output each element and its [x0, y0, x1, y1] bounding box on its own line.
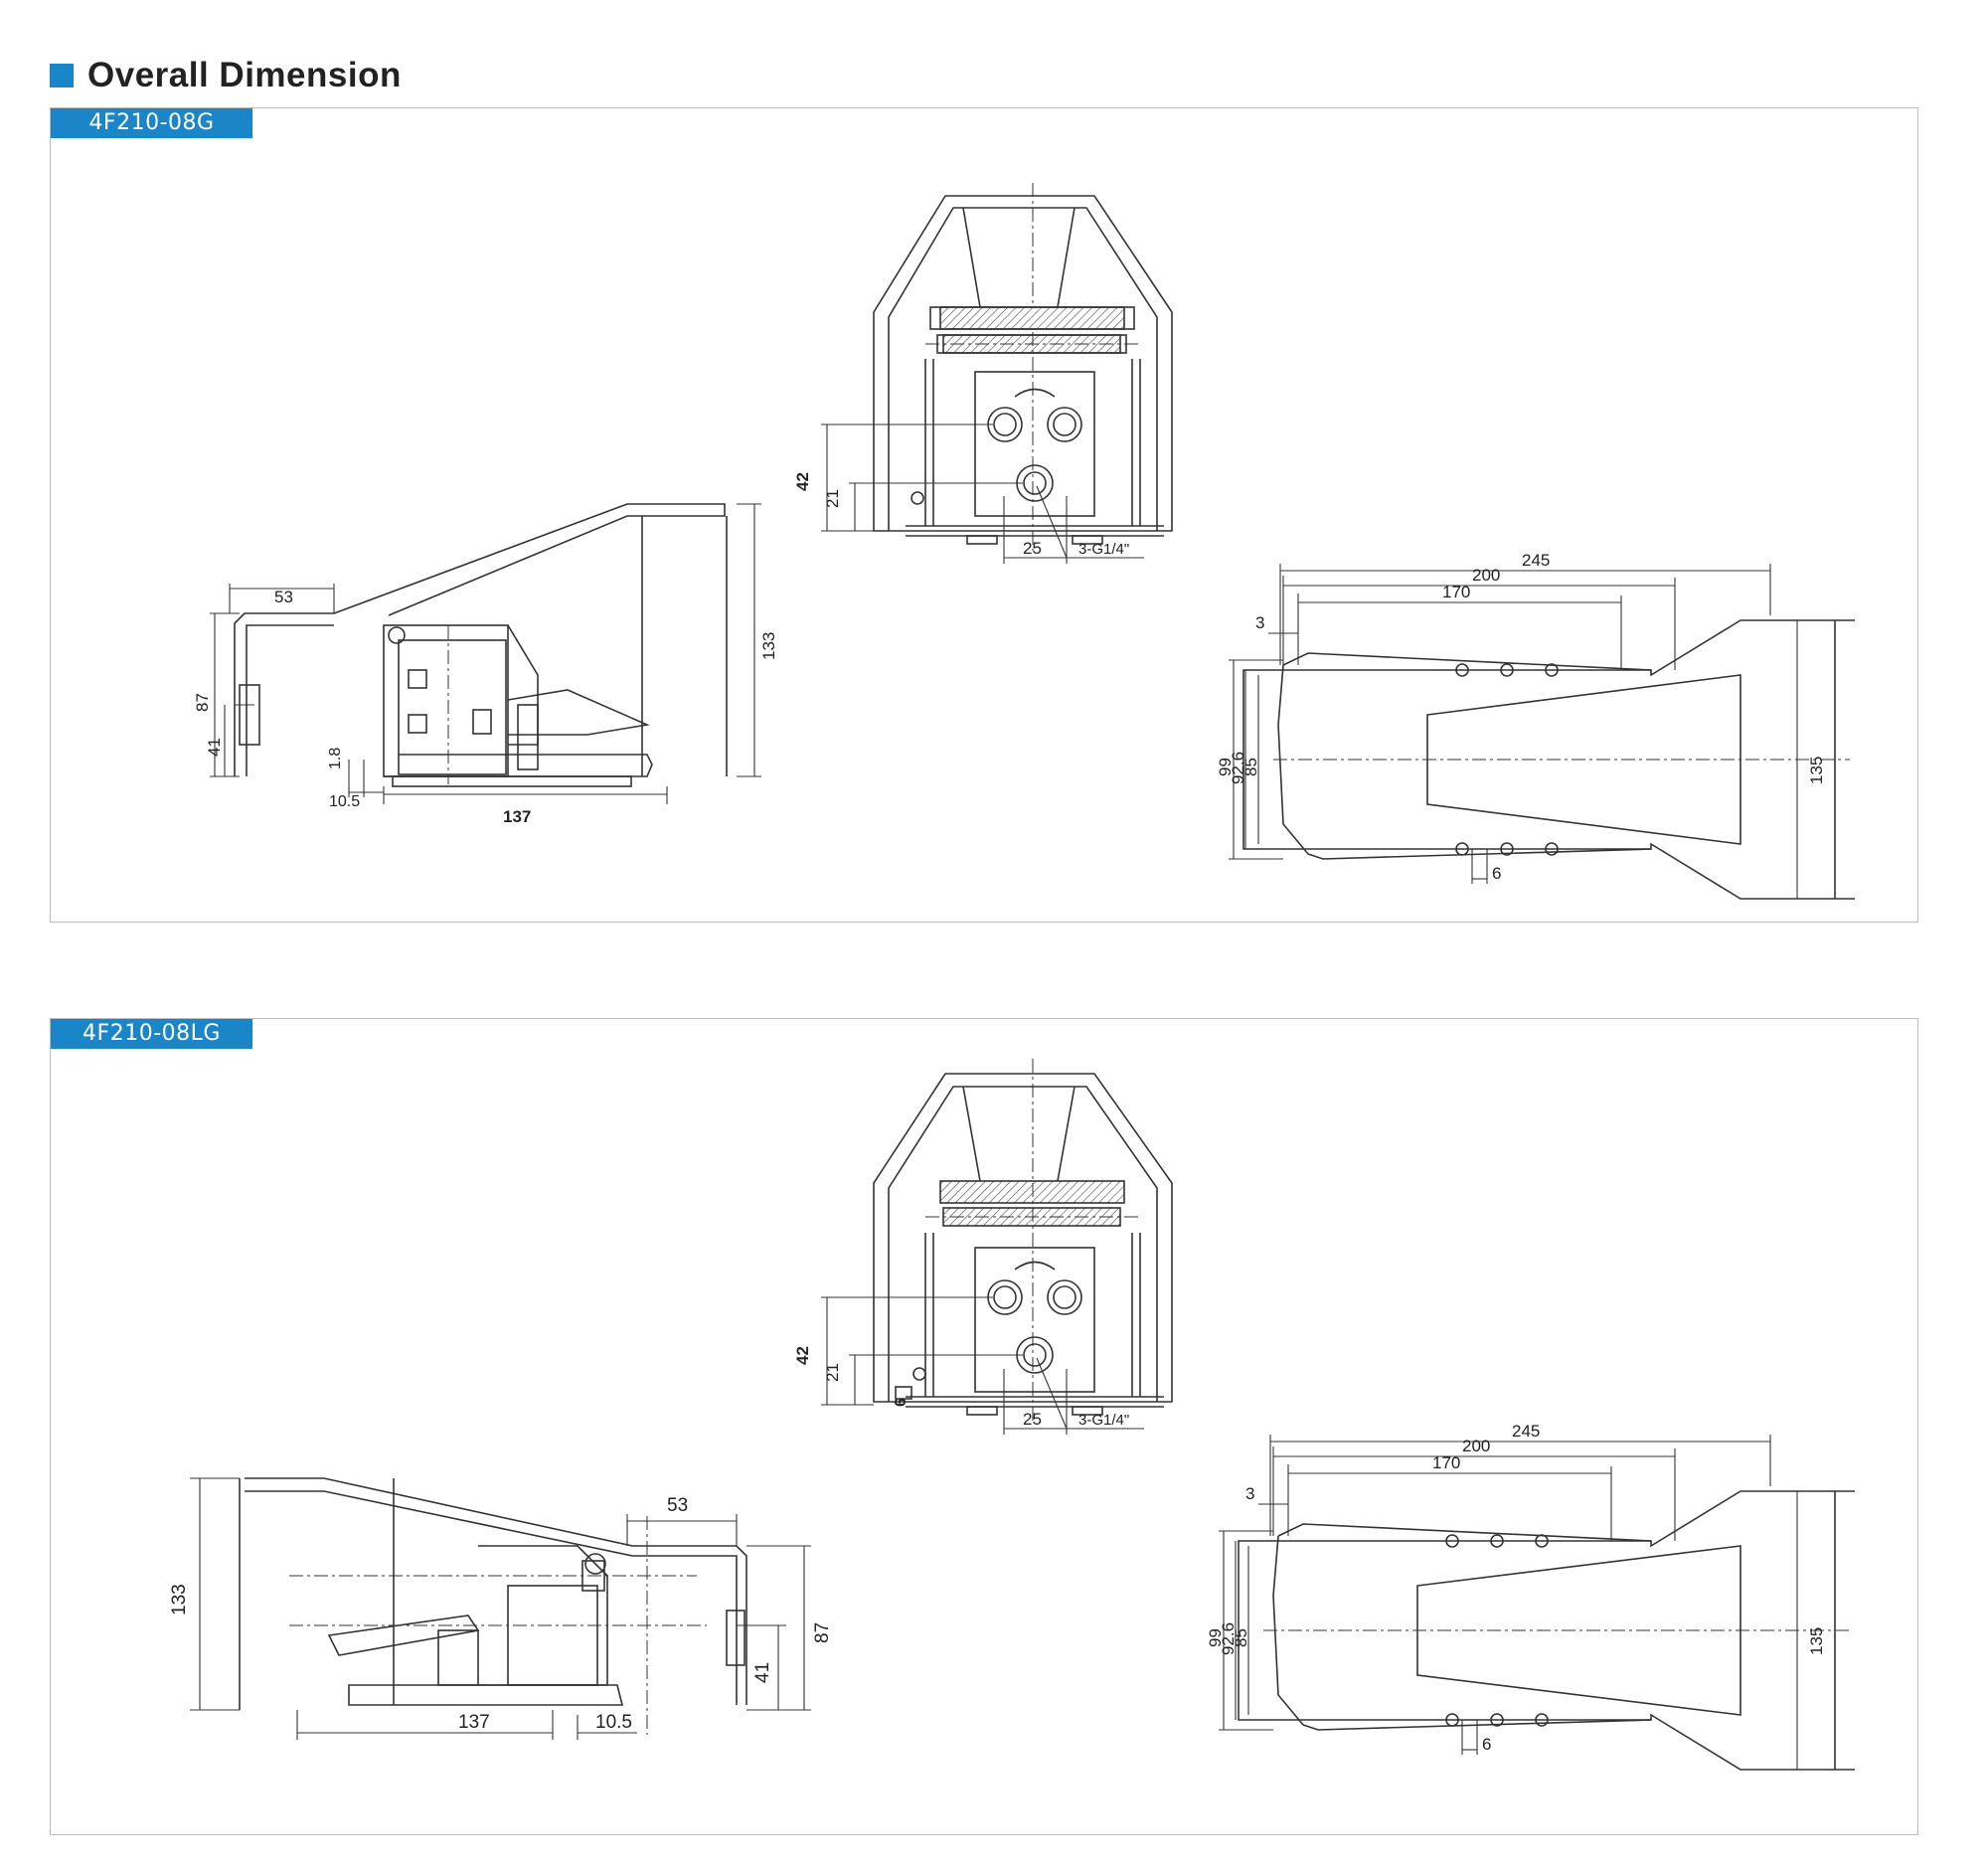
- section-title-text: Overall Dimension: [87, 56, 402, 94]
- front-dimensions: [821, 424, 1144, 564]
- side-view: [239, 1477, 747, 1735]
- dimension-drawing-1: 42 21 25 3-G1/4" 53 87 41 133 1.8 10.5 1…: [193, 183, 1855, 900]
- dim-92-6: 92.6: [1229, 752, 1247, 784]
- top-view: [1238, 1490, 1855, 1771]
- dim-137: 137: [503, 807, 531, 826]
- dim-6: 6: [1482, 1735, 1491, 1754]
- port-callout: 3-G1/4": [1078, 541, 1129, 558]
- dim-170: 170: [1442, 583, 1470, 601]
- dim-87: 87: [193, 693, 212, 712]
- model-panel-1: 4F210-08G: [50, 107, 1918, 923]
- dim-133: 133: [759, 632, 778, 660]
- dim-10-5: 10.5: [329, 793, 360, 810]
- dim-245: 245: [1512, 1422, 1540, 1441]
- dim-87: 87: [812, 1622, 833, 1643]
- dim-99: 99: [1206, 1628, 1225, 1647]
- dim-92-6: 92.6: [1219, 1622, 1238, 1655]
- dim-10-5: 10.5: [595, 1712, 632, 1733]
- model-tag: 4F210-08LG: [51, 1019, 252, 1049]
- dim-133: 133: [169, 1584, 190, 1615]
- dim-135: 135: [1807, 757, 1826, 784]
- top-view: [1242, 619, 1855, 900]
- top-dimensions: [1219, 1435, 1798, 1770]
- dim-200: 200: [1472, 566, 1500, 585]
- section-title: Overall Dimension: [50, 56, 402, 95]
- dim-41: 41: [752, 1662, 773, 1683]
- dim-25: 25: [1023, 1410, 1042, 1429]
- dim-200: 200: [1462, 1437, 1490, 1455]
- dim-245: 245: [1522, 551, 1550, 570]
- dim-53: 53: [274, 588, 293, 606]
- dim-85: 85: [1242, 758, 1260, 776]
- front-dimensions: [821, 1296, 1144, 1435]
- dim-1-8: 1.8: [327, 748, 344, 769]
- dim-3: 3: [1255, 613, 1264, 632]
- dim-53: 53: [667, 1495, 688, 1516]
- port-callout: 3-G1/4": [1078, 1412, 1129, 1429]
- dim-137: 137: [458, 1712, 490, 1733]
- dim-21: 21: [823, 489, 842, 508]
- side-dimensions: [210, 503, 761, 804]
- dim-6: 6: [893, 1398, 910, 1407]
- front-view: [873, 1059, 1173, 1422]
- top-dimensions: [1229, 564, 1798, 899]
- side-dimensions: [190, 1477, 811, 1740]
- dim-42: 42: [793, 1346, 812, 1365]
- dim-99: 99: [1216, 758, 1235, 776]
- dim-21: 21: [823, 1363, 842, 1382]
- side-view: [234, 503, 728, 787]
- dim-25: 25: [1023, 539, 1042, 558]
- dim-3: 3: [1245, 1484, 1254, 1503]
- dim-170: 170: [1432, 1453, 1460, 1472]
- model-tag: 4F210-08G: [51, 108, 252, 138]
- dim-42: 42: [793, 472, 812, 491]
- dim-85: 85: [1232, 1628, 1250, 1647]
- model-panel-2: 4F210-08LG: [50, 1018, 1918, 1835]
- dimension-drawing-2: 42 21 6 25 3-G1/4" 133 53 87 41 137 10.5…: [169, 1059, 1855, 1771]
- dim-6: 6: [1492, 864, 1501, 883]
- front-view: [873, 183, 1173, 551]
- dim-41: 41: [205, 738, 224, 757]
- section-bullet-icon: [50, 64, 74, 87]
- dim-135: 135: [1807, 1627, 1826, 1655]
